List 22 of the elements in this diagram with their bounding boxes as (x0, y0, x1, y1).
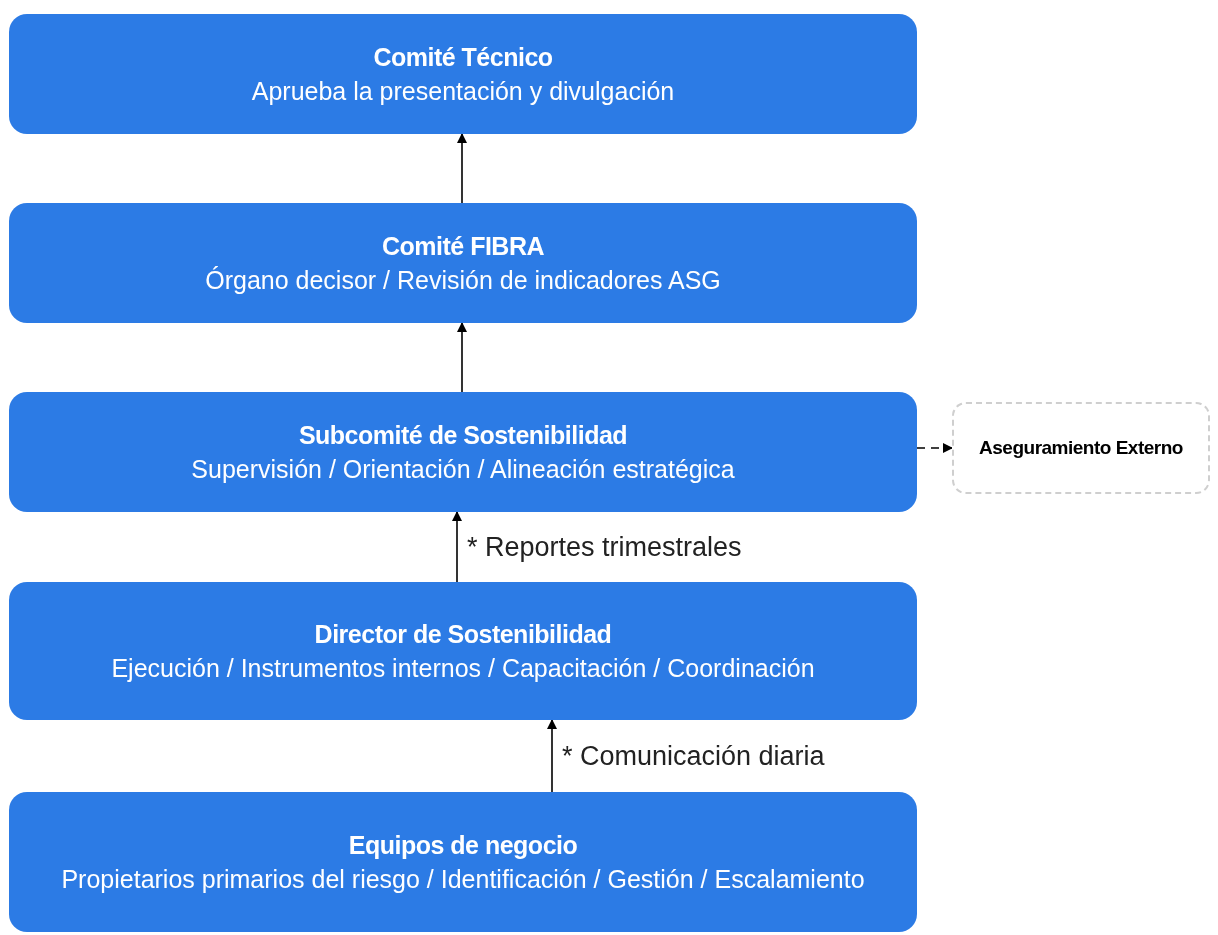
arrow (457, 322, 467, 393)
external-box (952, 402, 1210, 494)
box-title: Equipos de negocio (348, 830, 578, 861)
committee-box (9, 392, 917, 512)
committee-box (9, 792, 917, 932)
arrow (547, 719, 557, 793)
box-description: Supervisión / Orientación / Alineación estratégica (191, 454, 735, 485)
box-description: Ejecución / Instrumentos internos / Capacitación / Coordinación (111, 653, 815, 684)
arrow (916, 443, 953, 453)
box-title: Director de Sostenibilidad (314, 619, 612, 650)
committee-box (9, 14, 917, 134)
box-title: Aseguramiento Externo (979, 436, 1183, 460)
committee-box (9, 203, 917, 323)
box-title: Subcomité de Sostenibilidad (298, 420, 628, 451)
committee-box (9, 582, 917, 720)
arrow (457, 133, 467, 204)
box-title: Comité FIBRA (381, 231, 545, 262)
box-description: Propietarios primarios del riesgo / Identificación / Gestión / Escalamiento (61, 864, 865, 895)
box-title: Comité Técnico (373, 42, 553, 73)
arrow (452, 511, 462, 583)
box-description: Órgano decisor / Revisión de indicadores ASG (205, 265, 721, 296)
box-description: Aprueba la presentación y divulgación (251, 76, 675, 107)
